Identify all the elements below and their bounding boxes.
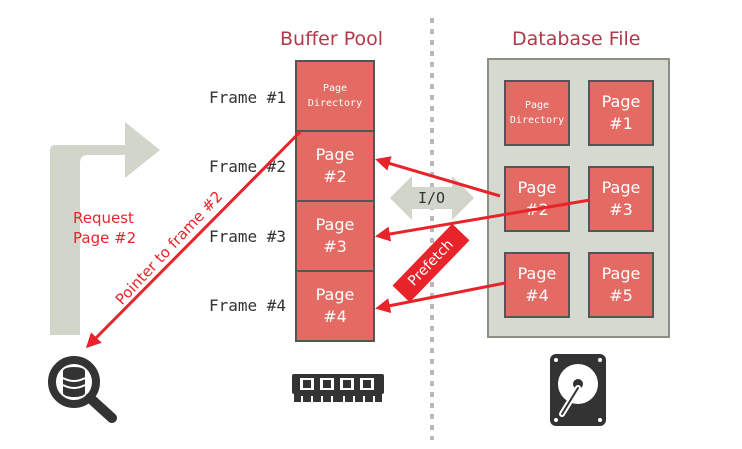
memory-chip-icon [292, 374, 384, 402]
database-file-title: Database File [512, 28, 641, 50]
buffer-frame-1-label: Page Directory [307, 83, 363, 109]
db-page-directory-label: Page Directory [509, 100, 565, 126]
db-page-1-label: Page #1 [601, 92, 641, 133]
db-page-4-label: Page #4 [517, 264, 557, 305]
buffer-frame-3: Page #3 [295, 200, 375, 272]
db-page-5: Page #5 [588, 252, 654, 318]
db-page-1: Page #1 [588, 80, 654, 146]
fetch-page-3-arrow [375, 198, 591, 242]
buffer-frame-1: Page Directory [295, 60, 375, 132]
database-search-icon [48, 356, 117, 423]
db-page-3-label: Page #3 [601, 178, 641, 219]
frame-label-3: Frame #3 [209, 227, 287, 246]
buffer-frame-3-label: Page #3 [315, 215, 355, 256]
frame-label-1: Frame #1 [209, 88, 287, 107]
frame-label-2: Frame #2 [209, 157, 287, 176]
pointer-arrow [85, 130, 302, 349]
frame-label-4: Frame #4 [209, 296, 287, 315]
db-page-2: Page #2 [504, 166, 570, 232]
request-label: Request Page #2 [73, 209, 137, 247]
buffer-frame-4: Page #4 [295, 270, 375, 342]
io-label: I/O [418, 189, 446, 207]
fetch-page-2-arrow [375, 156, 501, 198]
buffer-pool-title: Buffer Pool [280, 28, 384, 50]
db-page-5-label: Page #5 [601, 264, 641, 305]
db-page-4: Page #4 [504, 252, 570, 318]
db-page-2-label: Page #2 [517, 178, 557, 219]
db-page-directory: Page Directory [504, 80, 570, 146]
prefetch-page-4-arrow [375, 281, 506, 314]
hard-drive-icon [550, 354, 606, 426]
buffer-frame-4-label: Page #4 [315, 285, 355, 326]
buffer-frame-2-label: Page #2 [315, 145, 355, 186]
